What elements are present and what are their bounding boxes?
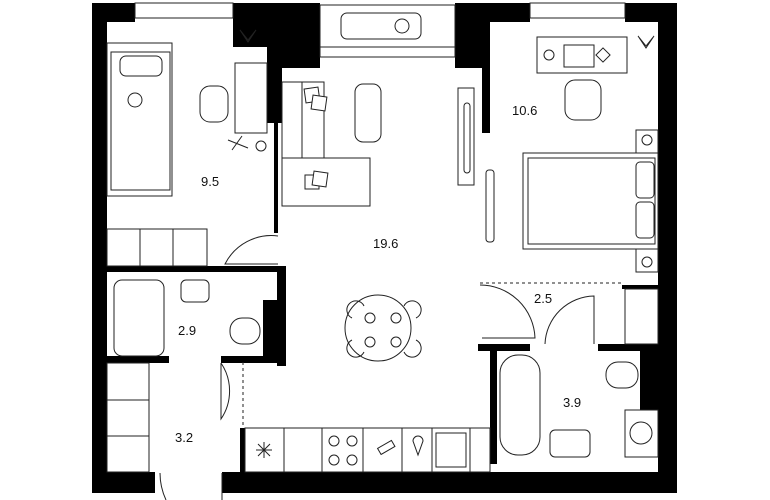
bedroom-right-furniture <box>480 35 659 345</box>
plant-icon <box>239 29 257 43</box>
kitchen-counter <box>242 362 491 473</box>
sink-icon <box>435 432 467 468</box>
wardrobe <box>106 362 150 473</box>
windows <box>134 2 626 58</box>
cabinet <box>624 288 659 345</box>
laptop-icon <box>563 44 595 68</box>
entrance-furniture <box>106 362 223 500</box>
lamp-icon <box>641 134 653 146</box>
sink <box>180 279 210 303</box>
bathroom-left-furniture <box>113 279 261 421</box>
room-area-bedroom-left: 9.5 <box>201 174 219 189</box>
toy-plane-icon <box>227 135 249 151</box>
pillow-icon <box>119 55 163 77</box>
bathtub <box>113 279 165 357</box>
desk <box>234 62 268 134</box>
room-area-bathroom-left: 2.9 <box>178 323 196 338</box>
dining-table <box>344 294 412 362</box>
door-swing <box>224 235 279 265</box>
walls <box>92 3 677 493</box>
wardrobe <box>106 228 208 267</box>
bathroom-right-furniture <box>499 295 659 458</box>
room-area-hall-right: 2.5 <box>534 291 552 306</box>
toilet <box>605 361 639 389</box>
bedroom-left-furniture <box>106 29 279 267</box>
dish-icon <box>376 439 396 456</box>
plant-icon <box>637 35 655 49</box>
coffee-table <box>354 83 382 143</box>
room-area-bedroom-right: 10.6 <box>512 103 537 118</box>
door-swing <box>220 362 231 421</box>
sink <box>549 429 591 458</box>
chair-icon <box>199 85 229 123</box>
living-furniture <box>281 81 536 362</box>
toilet <box>229 317 261 345</box>
entry-door <box>159 472 223 500</box>
room-area-entrance: 3.2 <box>175 430 193 445</box>
door-swing <box>544 295 595 345</box>
snowflake-icon <box>256 442 272 458</box>
wardrobe-door <box>485 169 495 243</box>
chairs <box>346 300 422 358</box>
door-swing <box>479 284 536 339</box>
chair-icon <box>564 79 602 121</box>
lamp-icon <box>641 256 653 268</box>
washer-icon <box>629 421 653 445</box>
faucet-icon <box>412 435 424 457</box>
room-area-bathroom-right: 3.9 <box>563 395 581 410</box>
room-area-living: 19.6 <box>373 236 398 251</box>
ball-icon <box>255 140 267 152</box>
tv <box>463 102 471 174</box>
fan-icon <box>394 18 410 34</box>
bathtub <box>499 354 541 456</box>
toy-icon <box>127 92 143 108</box>
